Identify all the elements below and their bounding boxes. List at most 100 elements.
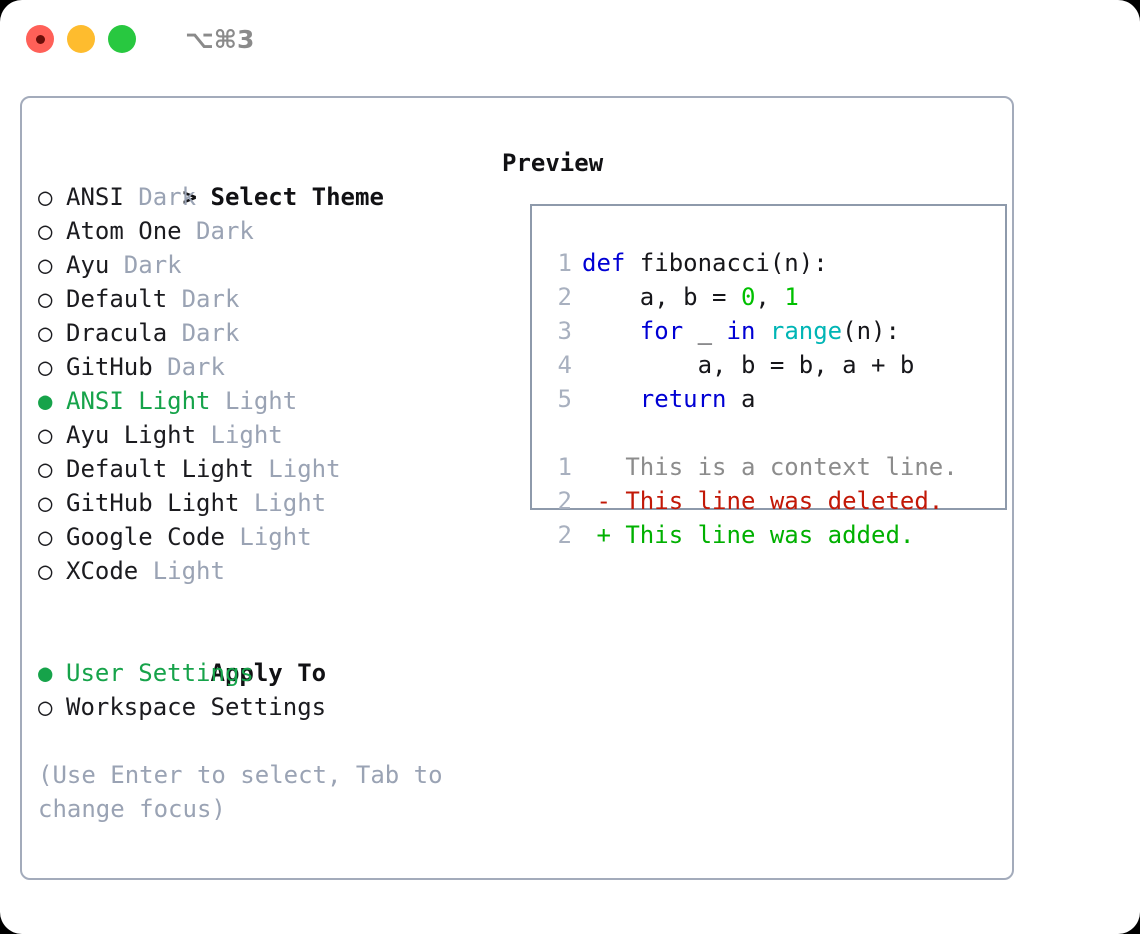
theme-option-ayu-light[interactable]: ○ Ayu Light Light bbox=[38, 418, 498, 452]
code-line: 5 return a bbox=[546, 382, 1001, 416]
theme-option-variant: Light bbox=[239, 523, 312, 551]
radio-selected-icon: ● bbox=[38, 387, 67, 415]
theme-option-github[interactable]: ○ GitHub Dark bbox=[38, 350, 498, 384]
theme-option-ayu[interactable]: ○ Ayu Dark bbox=[38, 248, 498, 282]
main-panel: > Select Theme ○ ANSI Dark○ Atom One Dar… bbox=[20, 96, 1014, 880]
line-number: 4 bbox=[557, 351, 572, 379]
apply-to-option-workspace-settings[interactable]: ○ Workspace Settings bbox=[38, 690, 498, 724]
theme-option-ansi[interactable]: ○ ANSI Dark bbox=[38, 180, 498, 214]
minimize-button[interactable] bbox=[67, 25, 95, 53]
code-token: range bbox=[769, 317, 843, 345]
diff-sign: - bbox=[582, 487, 626, 515]
code-line: 1 def fibonacci(n): bbox=[546, 246, 1001, 280]
line-number: 3 bbox=[557, 317, 572, 345]
theme-option-google-code[interactable]: ○ Google Code Light bbox=[38, 520, 498, 554]
select-theme-header: > Select Theme bbox=[38, 146, 498, 211]
code-token bbox=[582, 317, 640, 345]
close-icon bbox=[35, 34, 45, 44]
radio-unselected-icon: ○ bbox=[38, 251, 67, 279]
apply-to-list[interactable]: ● User Settings○ Workspace Settings bbox=[38, 656, 498, 724]
list-spacer bbox=[38, 588, 498, 622]
line-number: 2 bbox=[557, 521, 572, 549]
radio-unselected-icon: ○ bbox=[38, 693, 67, 721]
theme-option-name: ANSI bbox=[66, 183, 139, 211]
keyboard-shortcut-label: ⌥⌘3 bbox=[185, 24, 255, 54]
theme-option-name: GitHub Light bbox=[66, 489, 254, 517]
diff-text: This is a context line. bbox=[625, 453, 958, 481]
preview-title: Preview bbox=[502, 149, 604, 177]
code-token: return bbox=[639, 385, 727, 413]
theme-option-name: Default bbox=[66, 285, 182, 313]
theme-option-name: ANSI Light bbox=[66, 387, 225, 415]
diff-lines: 1 This is a context line.2 - This line w… bbox=[546, 450, 1001, 552]
diff-line: 2 + This line was added. bbox=[546, 518, 1001, 552]
diff-sign: + bbox=[582, 521, 626, 549]
code-token bbox=[582, 385, 640, 413]
theme-option-default[interactable]: ○ Default Dark bbox=[38, 282, 498, 316]
code-token: fibonacci(n): bbox=[625, 249, 828, 277]
theme-option-variant: Light bbox=[253, 489, 327, 517]
code-blank-line bbox=[546, 416, 1001, 450]
code-token: 1 bbox=[784, 283, 799, 311]
radio-unselected-icon: ○ bbox=[38, 285, 67, 313]
theme-option-name: Default Light bbox=[66, 455, 269, 483]
select-theme-header-label: Select Theme bbox=[210, 183, 384, 211]
title-bar: ⌥⌘3 bbox=[0, 0, 1140, 78]
theme-option-github-light[interactable]: ○ GitHub Light Light bbox=[38, 486, 498, 520]
theme-option-name: XCode bbox=[66, 557, 153, 585]
theme-option-variant: Light bbox=[152, 557, 225, 585]
theme-option-variant: Light bbox=[210, 421, 283, 449]
theme-option-name: Ayu bbox=[66, 251, 124, 279]
theme-option-variant: Dark bbox=[196, 217, 254, 245]
theme-option-name: Google Code bbox=[66, 523, 240, 551]
theme-option-dracula[interactable]: ○ Dracula Dark bbox=[38, 316, 498, 350]
radio-unselected-icon: ○ bbox=[38, 557, 67, 585]
apply-to-option-user-settings[interactable]: ● User Settings bbox=[38, 656, 498, 690]
code-line: 2 a, b = 0, 1 bbox=[546, 280, 1001, 314]
theme-option-variant: Light bbox=[224, 387, 298, 415]
code-token: in bbox=[726, 317, 756, 345]
theme-option-ansi-light[interactable]: ● ANSI Light Light bbox=[38, 384, 498, 418]
theme-option-variant: Light bbox=[268, 455, 341, 483]
theme-option-xcode[interactable]: ○ XCode Light bbox=[38, 554, 498, 588]
theme-option-variant: Dark bbox=[167, 353, 225, 381]
diff-line: 2 - This line was deleted. bbox=[546, 484, 1001, 518]
code-token: def bbox=[582, 249, 626, 277]
apply-to-header-label: Apply To bbox=[210, 659, 327, 687]
theme-picker-pane: > Select Theme ○ ANSI Dark○ Atom One Dar… bbox=[38, 146, 498, 724]
radio-selected-icon: ● bbox=[38, 659, 67, 687]
line-number: 5 bbox=[557, 385, 572, 413]
apply-to-option-name: User Settings bbox=[66, 659, 254, 687]
theme-list[interactable]: ○ ANSI Dark○ Atom One Dark○ Ayu Dark○ De… bbox=[38, 180, 498, 588]
code-token: a bbox=[726, 385, 756, 413]
code-token: (n): bbox=[842, 317, 900, 345]
code-token: , bbox=[755, 283, 785, 311]
diff-line: 1 This is a context line. bbox=[546, 450, 1001, 484]
diff-sign bbox=[582, 453, 625, 481]
code-line: 4 a, b = b, a + b bbox=[546, 348, 1001, 382]
close-button[interactable] bbox=[26, 25, 54, 53]
cursor-icon: > bbox=[182, 183, 212, 211]
line-number: 2 bbox=[557, 283, 572, 311]
theme-option-name: Ayu Light bbox=[66, 421, 211, 449]
code-line: 3 for _ in range(n): bbox=[546, 314, 1001, 348]
line-number: 1 bbox=[557, 249, 572, 277]
radio-unselected-icon: ○ bbox=[38, 455, 67, 483]
diff-text: This line was added. bbox=[625, 521, 915, 549]
radio-unselected-icon: ○ bbox=[38, 489, 67, 517]
code-token: 0 bbox=[740, 283, 756, 311]
theme-option-default-light[interactable]: ○ Default Light Light bbox=[38, 452, 498, 486]
theme-option-name: Dracula bbox=[66, 319, 182, 347]
code-token: for bbox=[639, 317, 684, 345]
apply-to-option-name: Workspace Settings bbox=[66, 693, 327, 721]
theme-option-name: Atom One bbox=[66, 217, 197, 245]
theme-option-atom-one[interactable]: ○ Atom One Dark bbox=[38, 214, 498, 248]
line-number: 2 bbox=[557, 487, 572, 515]
keyboard-hint: (Use Enter to select, Tab to change focu… bbox=[38, 761, 458, 823]
maximize-button[interactable] bbox=[108, 25, 136, 53]
code-token: a, b = b, a + b bbox=[582, 351, 915, 379]
